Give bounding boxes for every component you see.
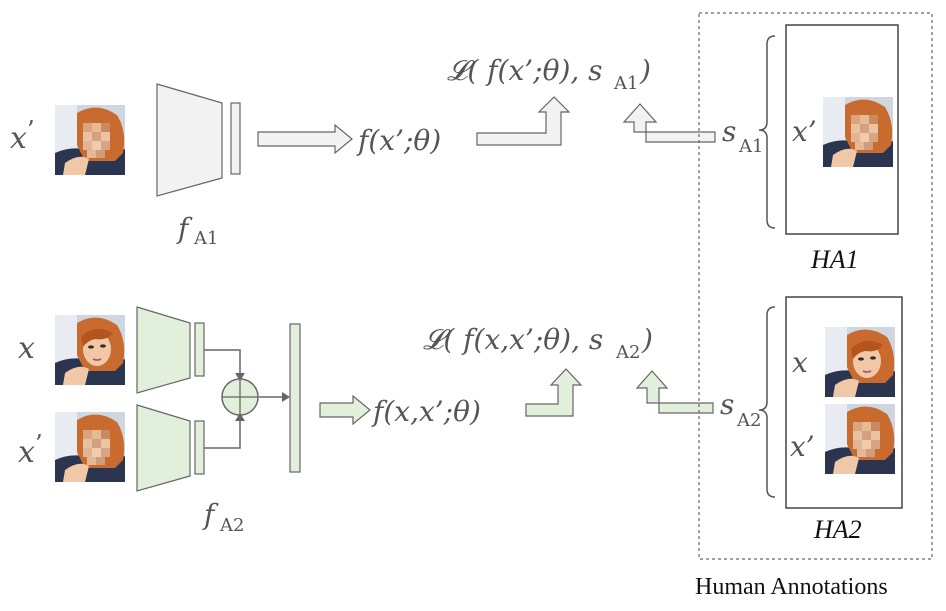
human-annotations-panel xyxy=(698,12,933,560)
bottom-output-expr: f(x,x’;θ) xyxy=(371,395,481,428)
top-arrow-from-score xyxy=(622,103,716,143)
top-arrow-to-output xyxy=(257,123,353,155)
ha1-input-label: x’ xyxy=(792,115,817,148)
bottom-sum-connectors xyxy=(204,349,284,449)
ha2-brace xyxy=(758,306,776,498)
bottom-arrow-from-score xyxy=(635,370,714,414)
top-encoder-trapezoid xyxy=(156,83,223,197)
svg-text:s: s xyxy=(722,115,736,148)
top-loss-expr: 𝓛( f(x’;θ), s A1 ) xyxy=(447,54,651,94)
svg-text:x: x xyxy=(18,435,35,470)
bottom-face-photo-pixelated xyxy=(55,412,125,482)
svg-text:𝓛( f(x,x’;θ), s: 𝓛( f(x,x’;θ), s xyxy=(423,323,603,356)
ha2-label: HA2 xyxy=(813,515,862,544)
top-model-label: f A1 xyxy=(176,212,218,249)
bottom-score-label: s A2 xyxy=(720,388,761,431)
top-arrow-to-loss xyxy=(476,96,571,146)
top-output-expr: f(x’;θ) xyxy=(356,124,441,157)
svg-text:𝓛( f(x’;θ), s: 𝓛( f(x’;θ), s xyxy=(447,54,603,87)
svg-text:A1: A1 xyxy=(738,136,763,157)
ha1-label: HA1 xyxy=(810,245,859,274)
svg-text:f: f xyxy=(176,212,193,245)
bottom-sum-arrowheads xyxy=(235,373,290,421)
bottom-encoder1-trapezoid xyxy=(136,306,191,394)
svg-text:s: s xyxy=(720,388,734,421)
svg-text:’: ’ xyxy=(35,430,43,458)
svg-text:A2: A2 xyxy=(615,342,640,363)
ha1-face-photo-pixelated xyxy=(823,97,893,167)
svg-text:): ) xyxy=(641,323,653,356)
svg-text:A1: A1 xyxy=(613,73,638,94)
bottom-arrow-to-output xyxy=(319,394,371,426)
bottom-fusion-bar xyxy=(289,323,301,473)
bottom-model-label: f A2 xyxy=(202,498,244,536)
bottom-encoder2-trapezoid xyxy=(136,404,191,492)
svg-text:A2: A2 xyxy=(736,410,761,431)
svg-text:x: x xyxy=(10,121,27,156)
svg-text:f: f xyxy=(202,498,219,531)
svg-text:A2: A2 xyxy=(219,515,244,536)
top-feature-bar xyxy=(230,102,241,175)
svg-text:’: ’ xyxy=(27,116,35,144)
ha2-face-photo-pixelated xyxy=(825,404,895,474)
bottom-arrow-to-loss xyxy=(525,368,583,417)
svg-text:A1: A1 xyxy=(193,228,218,249)
bottom-feature-bar2 xyxy=(194,420,205,475)
sum-node xyxy=(221,378,259,416)
bottom-loss-expr: 𝓛( f(x,x’;θ), s A2 ) xyxy=(423,323,653,363)
ha2-input1-label: x xyxy=(792,346,808,379)
top-face-photo-pixelated xyxy=(55,105,125,175)
top-input-label: x ’ xyxy=(10,116,35,156)
bottom-face-photo xyxy=(54,314,126,386)
ha2-input2-label: x’ xyxy=(790,430,815,463)
top-score-label: s A1 xyxy=(722,115,763,157)
ha1-box xyxy=(785,24,899,235)
ha2-box xyxy=(785,296,903,509)
bottom-input2-label: x ’ xyxy=(18,430,43,470)
human-annotations-title: Human Annotations xyxy=(695,574,888,600)
ha2-face-photo xyxy=(824,326,896,398)
ha1-brace xyxy=(758,35,776,229)
bottom-feature-bar1 xyxy=(194,322,205,377)
bottom-input1-label: x xyxy=(18,331,35,366)
svg-text:): ) xyxy=(639,54,651,87)
